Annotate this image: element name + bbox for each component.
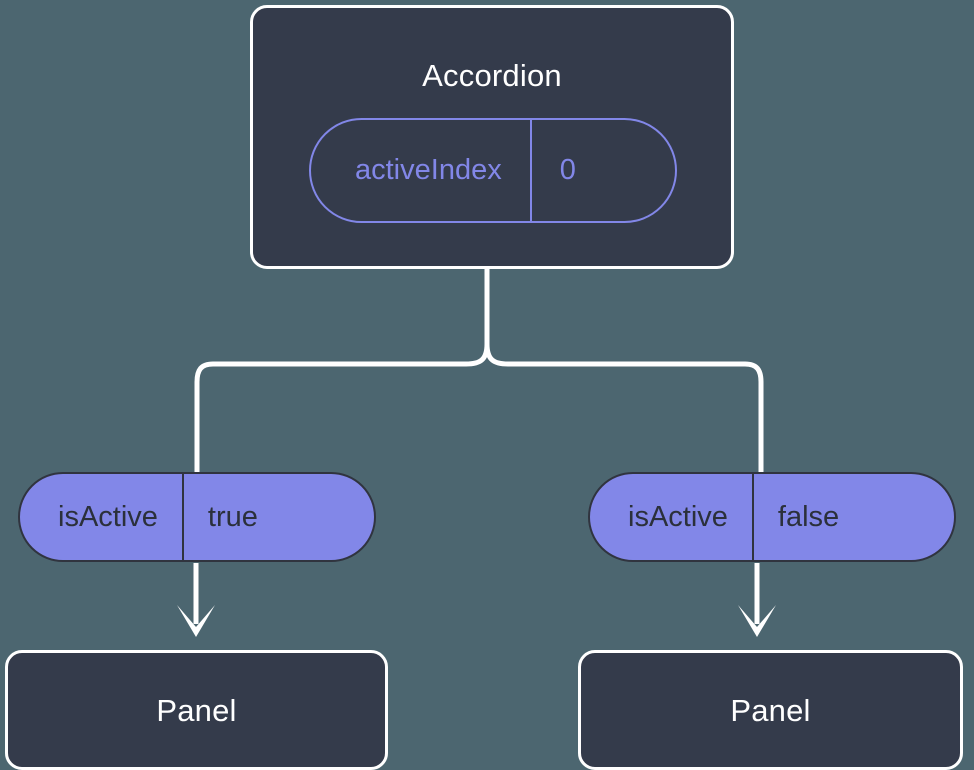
arrow-down-icon-right xyxy=(738,563,776,637)
fork-connector-left xyxy=(194,266,490,475)
panel-node-left[interactable]: Panel xyxy=(5,650,388,770)
accordion-node-title: Accordion xyxy=(422,58,562,93)
arrow-down-icon-left xyxy=(177,563,215,637)
prop-pill-isactive-true-value: true xyxy=(181,474,296,560)
prop-pill-isactive-false-key: isActive xyxy=(628,500,728,533)
prop-pill-isactive-false-value: false xyxy=(751,474,877,560)
prop-pill-isactive-true[interactable]: isActive true xyxy=(18,472,376,562)
prop-pill-isactive-false[interactable]: isActive false xyxy=(588,472,956,562)
state-pill-activeindex-key: activeIndex xyxy=(355,154,502,186)
state-pill-activeindex[interactable]: activeIndex 0 xyxy=(309,118,677,223)
panel-node-left-title: Panel xyxy=(156,692,237,728)
fork-connector-right xyxy=(484,266,764,475)
panel-node-right-title: Panel xyxy=(730,692,811,728)
panel-node-right[interactable]: Panel xyxy=(578,650,963,770)
prop-pill-isactive-true-key: isActive xyxy=(58,500,158,533)
state-pill-activeindex-value: 0 xyxy=(529,120,620,221)
